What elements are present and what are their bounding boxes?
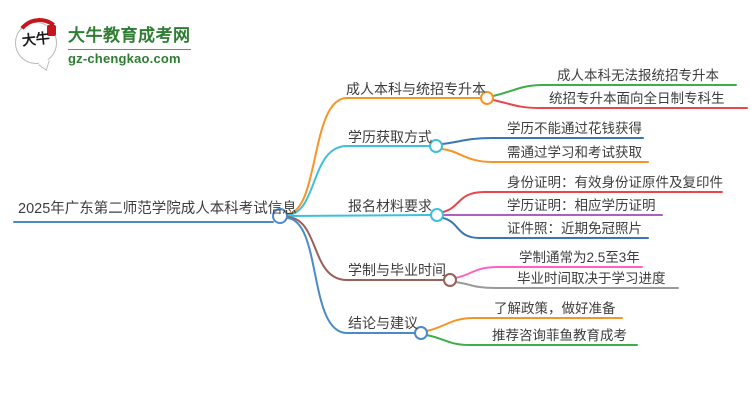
child-topic-2-2: 需通过学习和考试获取 xyxy=(507,145,642,160)
branch-node-circle-5[interactable] xyxy=(414,326,428,340)
branch-topic-5: 结论与建议 xyxy=(348,315,418,331)
branch-line-4 xyxy=(286,216,445,281)
branch-line-3 xyxy=(286,214,432,217)
child-topic-1-2: 统招专升本面向全日制专科生 xyxy=(549,91,725,106)
child-line-3-1 xyxy=(442,191,723,213)
child-topic-4-2: 毕业时间取决于学习进度 xyxy=(517,271,666,286)
branch-topic-4: 学制与毕业时间 xyxy=(348,262,446,278)
branch-topic-3: 报名材料要求 xyxy=(348,198,432,214)
branch-topic-2: 学历获取方式 xyxy=(348,129,432,145)
child-line-3-3 xyxy=(442,217,649,239)
site-domain: gz-chengkao.com xyxy=(68,51,181,66)
branch-line-1 xyxy=(286,97,482,215)
bull-speech-bubble-icon: 大牛 xyxy=(12,15,67,71)
child-line-4-1 xyxy=(454,266,643,279)
branch-line-5 xyxy=(286,217,416,334)
child-line-4-2 xyxy=(454,281,679,289)
root-node-circle[interactable] xyxy=(272,208,288,224)
child-topic-3-2: 学历证明：相应学历证明 xyxy=(507,198,656,213)
child-topic-3-3: 证件照：近期免冠照片 xyxy=(507,221,642,236)
child-line-2-1 xyxy=(441,137,644,145)
logo-text-block: 大牛教育成考网 gz-chengkao.com xyxy=(68,18,191,66)
child-topic-1-1: 成人本科无法报统招专升本 xyxy=(557,68,719,83)
site-logo[interactable]: 大牛 大牛教育成考网 gz-chengkao.com xyxy=(12,15,191,71)
child-line-2-2 xyxy=(441,148,649,163)
child-line-5-2 xyxy=(425,334,638,346)
red-seal-icon xyxy=(47,25,56,36)
child-line-1-2 xyxy=(492,99,748,109)
branch-topic-1: 成人本科与统招专升本 xyxy=(346,81,486,97)
child-line-5-1 xyxy=(425,317,623,332)
branch-node-circle-4[interactable] xyxy=(443,273,457,287)
child-topic-5-2: 推荐咨询菲鱼教育成考 xyxy=(492,328,627,343)
branch-node-circle-1[interactable] xyxy=(480,91,494,105)
child-topic-5-1: 了解政策，做好准备 xyxy=(494,301,616,316)
child-topic-3-1: 身份证明：有效身份证原件及复印件 xyxy=(507,175,723,190)
site-name: 大牛教育成考网 xyxy=(68,21,191,50)
branch-line-2 xyxy=(286,145,431,216)
root-topic: 2025年广东第二师范学院成人本科考试信息 xyxy=(18,201,297,217)
child-line-1-1 xyxy=(492,84,737,97)
branch-node-circle-3[interactable] xyxy=(430,208,444,222)
branch-node-circle-2[interactable] xyxy=(429,139,443,153)
child-topic-2-1: 学历不能通过花钱获得 xyxy=(507,121,642,136)
child-topic-4-1: 学制通常为2.5至3年 xyxy=(519,250,640,265)
